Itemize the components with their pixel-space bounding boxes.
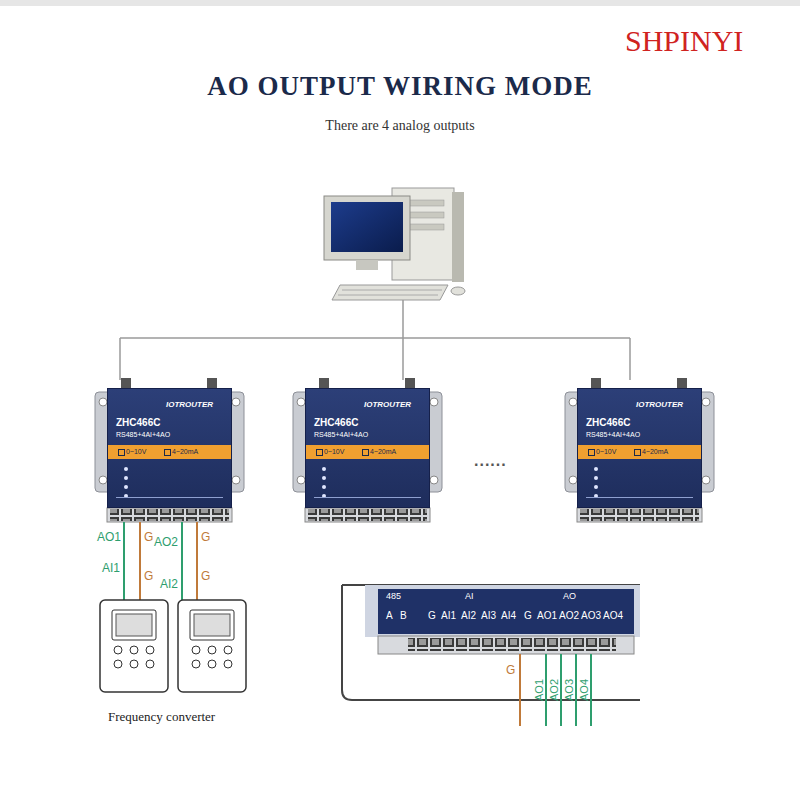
watermark: SHPINYI <box>625 24 743 57</box>
brand-logo: IOTROUTER <box>636 401 683 410</box>
range-option: 4~20mA <box>642 448 668 456</box>
wire-label: AO2 <box>548 679 560 701</box>
checkbox-square <box>316 449 323 456</box>
wire-label: AO1 <box>533 679 545 701</box>
brand-logo: IOTROUTER <box>364 401 411 410</box>
model-spec: RS485+4AI+4AO <box>586 431 640 439</box>
checkbox-square <box>118 449 125 456</box>
pin-name: AO1 <box>537 610 557 621</box>
status-led <box>594 476 598 480</box>
model-spec: RS485+4AI+4AO <box>116 431 170 439</box>
model-spec: RS485+4AI+4AO <box>314 431 368 439</box>
signal-name: G <box>201 531 210 544</box>
network-bus <box>120 300 630 380</box>
status-led <box>594 467 598 471</box>
title: AO OUTPUT WIRING MODE <box>207 72 592 102</box>
range-option: 0~10V <box>324 448 344 456</box>
model-name: ZHC466C <box>116 417 160 428</box>
status-led <box>594 485 598 489</box>
group-label: AI <box>465 592 474 602</box>
status-led <box>322 485 326 489</box>
checkbox-square <box>164 449 171 456</box>
top-rule <box>0 0 800 6</box>
ellipsis: ...... <box>474 452 507 470</box>
terminal-label-plate <box>586 497 693 506</box>
status-led <box>322 476 326 480</box>
model-name: ZHC466C <box>314 417 358 428</box>
signal-name: AI1 <box>102 562 120 575</box>
device-body: IOTROUTER ZHC466C RS485+4AI+4AO 0~10V 4~20mA <box>107 388 232 508</box>
signal-wires <box>124 522 197 600</box>
status-led <box>124 485 128 489</box>
pin-name: G <box>428 610 436 621</box>
device-body: IOTROUTER ZHC466C RS485+4AI+4AO 0~10V 4~20mA <box>577 388 702 508</box>
pin-name: AO2 <box>559 610 579 621</box>
wire-label: AO3 <box>563 679 575 701</box>
signal-name: G <box>144 570 153 583</box>
range-option: 4~20mA <box>172 448 198 456</box>
frequency-converters <box>100 600 246 692</box>
wire-label: AO4 <box>578 679 590 701</box>
group-label: AO <box>563 592 576 602</box>
checkbox-square <box>634 449 641 456</box>
status-led <box>124 476 128 480</box>
status-led <box>124 467 128 471</box>
caption-label: Frequency converter <box>108 710 215 724</box>
range-option: 0~10V <box>596 448 616 456</box>
pin-name: A <box>386 610 393 621</box>
model-name: ZHC466C <box>586 417 630 428</box>
pin-name: G <box>524 610 532 621</box>
output-wires <box>520 654 591 726</box>
pin-name: AI4 <box>501 610 516 621</box>
pin-name: AO3 <box>581 610 601 621</box>
status-led <box>322 467 326 471</box>
signal-name: AI2 <box>160 578 178 591</box>
terminal-label-plate <box>116 497 223 506</box>
wire-label: G <box>506 664 515 677</box>
signal-name: AO2 <box>154 536 178 549</box>
pin-name: AI2 <box>461 610 476 621</box>
checkbox-square <box>588 449 595 456</box>
pin-name: AI1 <box>441 610 456 621</box>
pin-name: AI3 <box>481 610 496 621</box>
signal-name: AO1 <box>97 531 121 544</box>
signal-name: G <box>201 570 210 583</box>
pin-name: AO4 <box>603 610 623 621</box>
device-housings <box>95 378 714 522</box>
brand-logo: IOTROUTER <box>166 401 213 410</box>
pin-name: B <box>400 610 407 621</box>
range-option: 0~10V <box>126 448 146 456</box>
device-body: IOTROUTER ZHC466C RS485+4AI+4AO 0~10V 4~20mA <box>305 388 430 508</box>
computer <box>324 188 465 300</box>
terminal-label-plate <box>314 497 421 506</box>
subtitle: There are 4 analog outputs <box>325 118 474 133</box>
range-option: 4~20mA <box>370 448 396 456</box>
group-label: 485 <box>386 592 401 602</box>
signal-name: G <box>144 531 153 544</box>
terminal-closeup <box>342 585 640 700</box>
checkbox-square <box>362 449 369 456</box>
